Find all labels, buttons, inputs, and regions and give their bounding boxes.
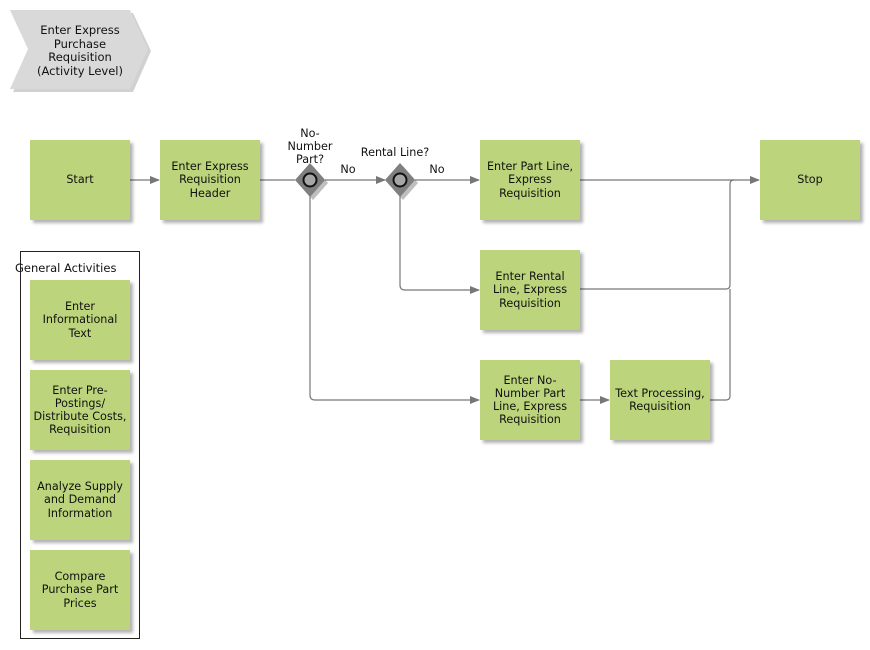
- general-activities-title: General Activities: [15, 261, 117, 275]
- edge-gateway2-rental: [399, 195, 480, 294]
- general-item-pre-postings: Enter Pre- Postings/ Distribute Costs, R…: [30, 370, 130, 450]
- gateway-no-number: [295, 163, 328, 200]
- node-part-line: Enter Part Line, Express Requisition: [480, 140, 580, 220]
- general-item-compare-prices: Compare Purchase Part Prices: [30, 550, 130, 630]
- edge-rental-merge: [580, 179, 735, 290]
- node-stop: Stop: [760, 140, 860, 220]
- gateway-rental: [385, 163, 418, 200]
- node-enter-header: Enter Express Requisition Header: [160, 140, 260, 220]
- diagram-title-shape: Enter Express Purchase Requisition (Acti…: [10, 10, 151, 92]
- edge-gateway1-nonumber: [309, 195, 480, 404]
- node-no-number-line: Enter No- Number Part Line, Express Requ…: [480, 360, 580, 440]
- general-item-informational-text: Enter Informational Text: [30, 280, 130, 360]
- general-activities-frame: [20, 251, 140, 639]
- node-start: Start: [30, 140, 130, 220]
- edge-text-merge: [710, 289, 731, 401]
- gateway1-branch-label: No: [340, 163, 356, 176]
- gateway1-question: No- Number Part?: [287, 127, 333, 166]
- gateway2-branch-label: No: [429, 163, 445, 176]
- node-text-processing: Text Processing, Requisition: [610, 360, 710, 440]
- node-rental-line: Enter Rental Line, Express Requisition: [480, 250, 580, 330]
- general-item-supply-demand: Analyze Supply and Demand Information: [30, 460, 130, 540]
- title-chevron: [10, 10, 151, 92]
- gateway2-question: Rental Line?: [360, 146, 430, 159]
- diagram-title: Enter Express Purchase Requisition (Acti…: [37, 23, 123, 78]
